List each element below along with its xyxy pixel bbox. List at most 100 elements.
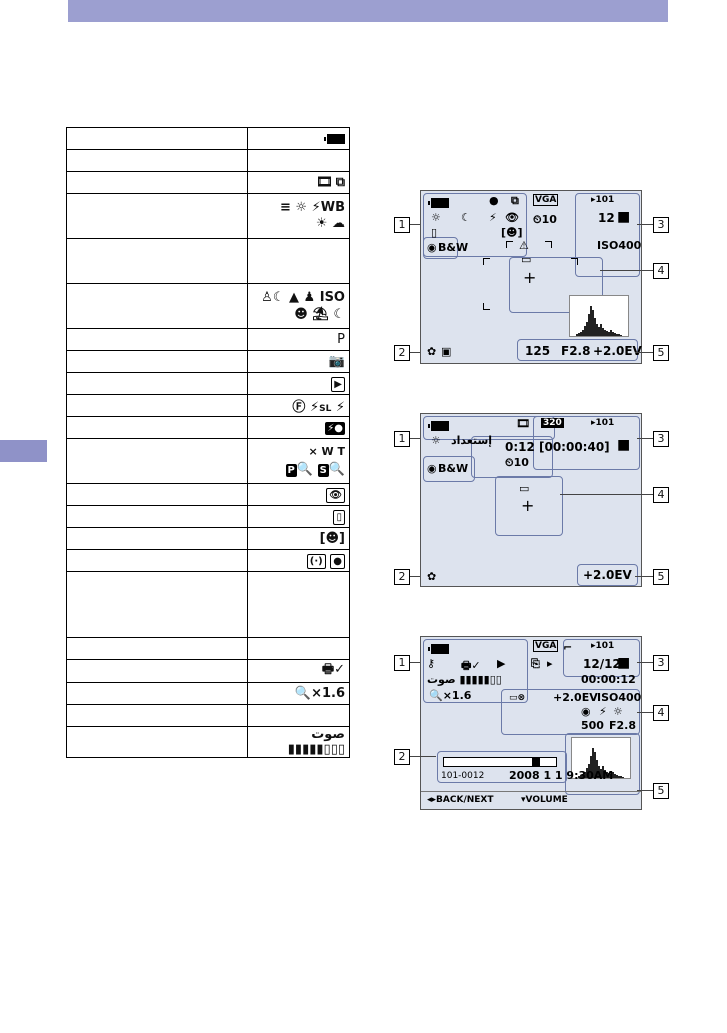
beach-icon: ⛱ — [312, 307, 329, 322]
callout-group-3 — [563, 639, 640, 677]
histogram-bar — [610, 330, 612, 336]
battery-icon — [428, 198, 449, 208]
histogram-bar — [584, 326, 586, 336]
callout-leader — [408, 438, 420, 439]
table-row — [66, 149, 350, 172]
exposure-value: +2.0EV — [583, 568, 632, 582]
icon-legend-table: 🎞⧉ ≡ ☼ ⚡WB ☀ ☁ ♙☾ ▲ ♟ ISO ☻ ⛱ ☾ P 📷 ▶ Ⓕ … — [66, 127, 350, 758]
callout-3: 3 — [653, 431, 669, 447]
histogram-bar — [604, 770, 606, 778]
table-row: Ⓕ ⚡SL ⚡ — [66, 394, 350, 417]
multi-metering-icon: (·) — [306, 553, 326, 569]
callout-group-bw — [423, 456, 475, 482]
callout-2: 2 — [394, 569, 410, 585]
histogram-bar — [618, 334, 620, 336]
zoom-value: 🔍×1.6 — [429, 689, 472, 702]
histogram-bar — [596, 324, 598, 336]
battery-low-icon: ▭⊗ — [509, 693, 526, 703]
callout-leader — [408, 352, 420, 353]
histogram-bar — [606, 331, 608, 336]
incandescent-icon: ☼ — [431, 434, 441, 447]
play-icon: ▶ — [497, 657, 506, 670]
flash-on-icon: ⚡ — [489, 211, 497, 224]
callout-group-5 — [517, 339, 638, 361]
table-row — [66, 238, 350, 284]
histogram-bar — [598, 766, 600, 778]
histogram-bar — [614, 774, 616, 778]
callout-group-4 — [495, 476, 563, 536]
aperture: F2.8 — [561, 344, 591, 358]
callout-leader — [637, 438, 653, 439]
spot-metering-icon: ◉ — [581, 705, 591, 718]
print-icon: 🖶✓ — [321, 662, 345, 677]
callout-4: 4 — [653, 487, 669, 503]
image-count: 12/12 — [583, 657, 621, 671]
folder-icon: ▸101 — [591, 195, 615, 205]
histogram-bar — [596, 760, 598, 778]
histogram-bar — [580, 775, 582, 778]
callout-2: 2 — [394, 749, 410, 765]
callout-leader — [637, 712, 653, 713]
recording-time: 0:12 — [505, 440, 535, 454]
histogram-bar — [600, 769, 602, 778]
histogram-bar — [616, 775, 618, 778]
histogram-bar — [598, 327, 600, 336]
callout-leader — [408, 756, 436, 757]
callout-group-5 — [577, 564, 638, 586]
table-row: (·) ● — [66, 549, 350, 572]
standby-label: إستعداد — [451, 434, 493, 447]
spot-metering-icon: ◉ — [427, 241, 437, 254]
burst-icon: ⧉ — [511, 194, 519, 207]
program-auto-label: P — [247, 328, 350, 351]
callout-1: 1 — [394, 431, 410, 447]
callout-group-1 — [423, 193, 527, 257]
remaining-time: [00:00:40] — [539, 440, 610, 454]
callout-leader — [408, 662, 420, 663]
back-next-guide: ◂▸BACK/NEXT — [427, 795, 494, 805]
af-cross-icon: + — [521, 496, 535, 515]
folder-change-icon: ⎘ — [531, 657, 540, 670]
callout-3: 3 — [653, 217, 669, 233]
callout-leader — [637, 790, 653, 791]
spot-metering-icon: ◉ — [427, 462, 437, 475]
histogram-bar — [616, 334, 618, 336]
histogram-bar — [608, 332, 610, 336]
lcd-panel-shooting: ● ⧉ VGA ▸101 ☼ ☾ ⚡ 👁 ⏲10 12 ■ ▯ [☻] ◉ B&… — [420, 190, 642, 364]
histogram-bar — [578, 776, 580, 778]
callout-group-3 — [575, 193, 640, 277]
callout-3: 3 — [653, 655, 669, 671]
spot-metering-icon: ● — [330, 553, 345, 569]
histogram-bar — [604, 330, 606, 336]
callout-group-5 — [565, 733, 640, 795]
zoom-scale-icon: × W T — [308, 445, 345, 458]
image-size-vga: VGA — [533, 194, 559, 206]
incandescent-icon: ☼ — [613, 705, 623, 718]
histogram-bar — [614, 333, 616, 336]
remaining-count: 12 — [598, 211, 615, 225]
callout-leader — [408, 224, 420, 225]
callout-leader — [408, 576, 420, 577]
camera-shake-icon: ⚠ — [519, 239, 529, 252]
exposure-value: +2.0EV — [553, 691, 598, 704]
callout-group-4 — [509, 257, 603, 313]
callout-group-1 — [423, 416, 555, 440]
folder-icon: ▸101 — [591, 418, 615, 428]
cloudy-icon: ☁ — [332, 216, 345, 231]
callout-leader — [635, 576, 653, 577]
movie-size: 320 — [541, 418, 564, 428]
table-row: [☻] — [66, 527, 350, 550]
bw-mode: B&W — [438, 241, 469, 254]
histogram-bar — [590, 306, 592, 336]
histogram-bar — [618, 776, 620, 778]
protect-icon: ⌐ — [563, 641, 573, 654]
battery-icon — [428, 644, 449, 654]
table-row — [66, 704, 350, 727]
face-detect-icon: [☻] — [319, 531, 345, 546]
flash-wb-icon: ⚡ — [311, 200, 321, 215]
histogram-bar — [612, 332, 614, 336]
callout-leader — [637, 224, 653, 225]
playback-position — [532, 758, 540, 766]
lcd-panel-playback: VGA ⌐ ▸101 ⚷ 🖶✓ ▶ ⎘ ▸ 12/12 ■ صوت ▮▮▮▮▮▯… — [420, 636, 642, 810]
lcd-panel-movie: 🎞 320 ▸101 ☼ إستعداد 0:12 [00:00:40] ■ ⏲… — [420, 413, 642, 587]
histogram-bar — [586, 768, 588, 778]
